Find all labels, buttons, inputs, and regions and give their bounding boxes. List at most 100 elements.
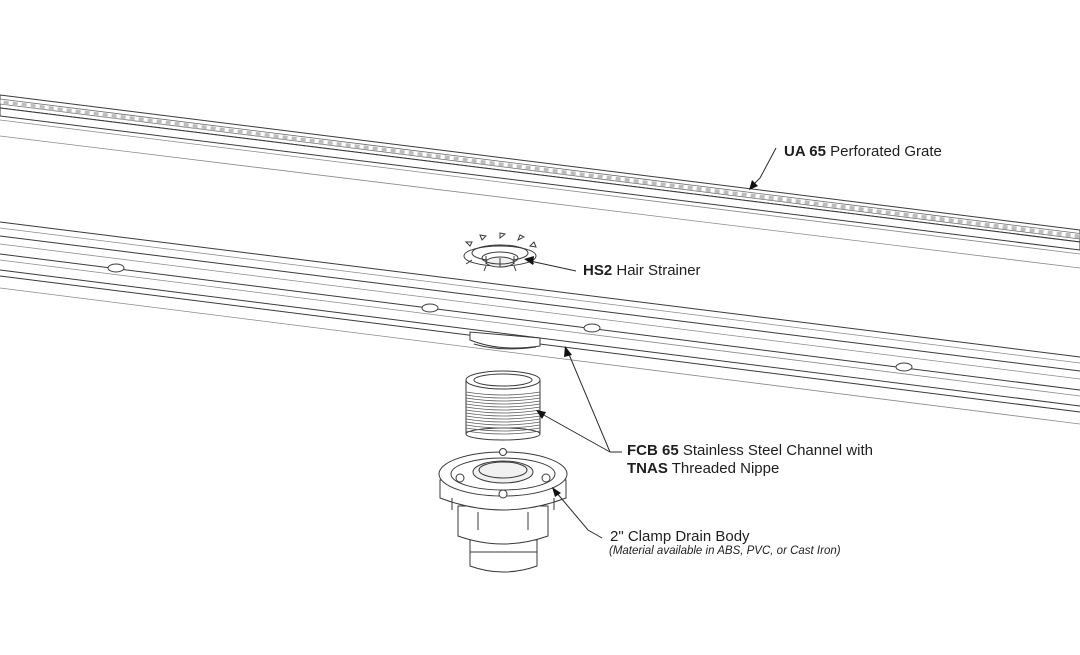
grate-slot [741, 192, 747, 197]
grate-slot [921, 214, 927, 220]
grate-slot [885, 210, 891, 215]
grate-slot [165, 120, 171, 126]
grate-slot [138, 117, 144, 122]
grate-slot [912, 213, 918, 219]
grate-slot [228, 128, 234, 134]
thread-line [465, 430, 541, 435]
thread-line [465, 424, 541, 429]
grate-slot [1002, 224, 1008, 230]
grate-slot [21, 102, 27, 108]
channel-description: Stainless Steel Channel with [682, 442, 873, 459]
grate-slot [354, 144, 360, 149]
thread-line [465, 418, 541, 423]
grate-slot [102, 112, 108, 118]
grate-slot [543, 167, 549, 173]
grate-code: UA 65 [784, 143, 826, 160]
grate-slot [417, 152, 423, 157]
grate-slot [489, 161, 495, 166]
grate-slot [498, 162, 504, 167]
drain-callout: 2" Clamp Drain Body [610, 528, 750, 546]
grate-slot [525, 165, 531, 171]
grate-slot [390, 148, 396, 154]
grate-slot [426, 153, 432, 158]
strainer-callout: HS2 Hair Strainer [583, 262, 701, 280]
grate-slot [84, 110, 90, 116]
channel-screw [107, 263, 125, 273]
grate-slot [867, 208, 873, 213]
nipple-description: Threaded Nippe [671, 460, 780, 477]
grate-slot [345, 143, 351, 148]
strainer-description: Hair Strainer [616, 262, 701, 279]
grate-callout: UA 65 Perforated Grate [784, 143, 942, 161]
thread-line [465, 394, 541, 399]
grate-slot [615, 176, 621, 182]
grate-slot [687, 185, 693, 191]
grate-slot [714, 189, 720, 194]
grate-slot [579, 172, 585, 177]
grate-slot [282, 135, 288, 140]
threaded-nipple [465, 370, 541, 441]
grate-slot [750, 193, 756, 199]
grate-slot [120, 115, 126, 120]
thread-line [465, 391, 541, 396]
grate-slot [381, 147, 387, 153]
grate-slot [669, 183, 675, 189]
grate-slot [273, 134, 279, 139]
grate-slot [624, 177, 630, 183]
grate-slot [219, 127, 225, 132]
grate-description: Perforated Grate [830, 143, 942, 160]
grate-slot [363, 145, 369, 150]
grate-slot [597, 174, 603, 180]
stainless-steel-channel [0, 221, 1080, 425]
grate-slot [993, 223, 999, 229]
grate-slot [372, 146, 378, 152]
grate-slot [606, 175, 612, 181]
grate-slot [759, 194, 765, 200]
grate-slot [75, 109, 81, 115]
channel-callout-line-2: TNAS Threaded Nippe [627, 460, 873, 478]
grate-slot [1056, 231, 1062, 237]
grate-slot [3, 100, 9, 106]
grate-slot [237, 129, 243, 135]
grate-slot [111, 113, 117, 119]
grate-slot [813, 201, 819, 206]
grate-slot [534, 166, 540, 172]
grate-slot [1020, 227, 1026, 232]
grate-slot [930, 215, 936, 221]
grate-slot [1038, 229, 1044, 234]
thread-line [465, 406, 541, 411]
grate-slot [786, 198, 792, 203]
drain-description: 2" Clamp Drain Body [610, 528, 750, 545]
grate-slot [822, 202, 828, 208]
perforated-grate [0, 94, 1080, 269]
thread-line [465, 421, 541, 426]
strainer-code: HS2 [583, 262, 613, 279]
grate-slot [12, 101, 18, 107]
grate-slot [264, 132, 270, 138]
grate-slot [147, 118, 153, 124]
grate-slot [156, 119, 162, 125]
grate-perforations [3, 100, 1080, 239]
grate-slot [462, 157, 468, 163]
grate-slot [858, 206, 864, 212]
grate-slot [696, 186, 702, 192]
grate-slot [957, 219, 963, 224]
grate-slot [210, 126, 216, 131]
grate-slot [318, 139, 324, 145]
grate-slot [984, 222, 990, 228]
grate-slot [948, 218, 954, 223]
grate-slot [570, 171, 576, 176]
grate-slot [399, 149, 405, 155]
grate-slot [660, 182, 666, 187]
grate-slot [939, 217, 945, 222]
grate-slot [174, 121, 180, 127]
thread-line [465, 397, 541, 402]
grate-slot [201, 125, 207, 130]
nipple-threads [465, 391, 541, 435]
grate-slot [768, 195, 774, 201]
grate-slot [831, 203, 837, 209]
thread-line [465, 415, 541, 420]
grate-slot [57, 107, 63, 112]
grate-slot [777, 196, 783, 202]
